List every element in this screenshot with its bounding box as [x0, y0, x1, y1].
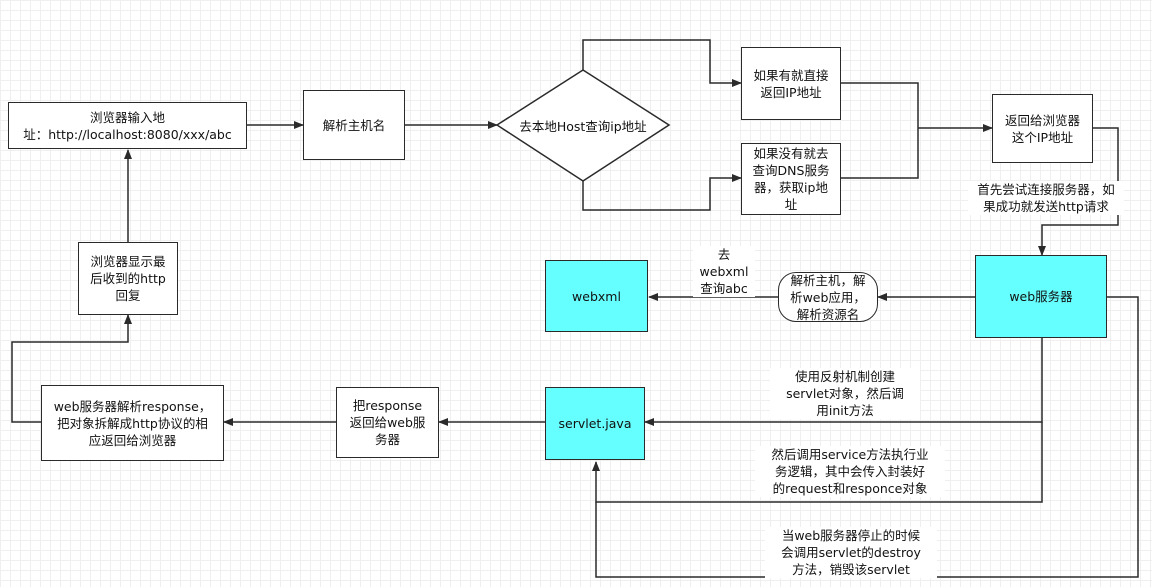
return-response-box: 把response 返回给web服 务器 — [336, 387, 439, 458]
return-ip-to-browser-box: 返回给浏览器 这个IP地址 — [992, 94, 1093, 163]
parse-app-box: 解析主机，解 析web应用， 解析资源名 — [778, 272, 878, 322]
query-webxml-label: 去 webxml 查询abc — [693, 246, 755, 297]
webxml-box: webxml — [545, 260, 648, 332]
try-connect-label: 首先尝试连接服务器，如 果成功就发送http请求 — [968, 181, 1124, 215]
parse-response-box: web服务器解析response， 把对象拆解成http协议的相 应返回给浏览器 — [41, 385, 224, 461]
edge-parse-response-to-display — [11, 314, 132, 423]
reflection-create-label: 使用反射机制创建 servlet对象，然后调 用init方法 — [770, 368, 920, 419]
browser-input-box: 浏览器输入地 址：http://localhost:8080/xxx/abc — [8, 102, 247, 149]
parse-host-box: 解析主机名 — [303, 90, 405, 160]
hosts-lookup-decision — [495, 69, 671, 182]
edge-webserver-to-servlet-destroy — [595, 296, 1139, 578]
service-call-label: 然后调用service方法执行业 务逻辑，其中会传入封装好 的request和r… — [755, 446, 945, 497]
edge-webserver-to-servlet-service — [592, 422, 1043, 503]
edge-dns-merge — [841, 128, 919, 179]
destroy-label: 当web服务器停止的时候 会调用servlet的destroy 方法，销毁该se… — [765, 527, 937, 578]
edge-check-hosts-to-dns — [582, 174, 742, 211]
edge-return-to-webserver — [1038, 127, 1119, 256]
edge-found-merge — [841, 82, 919, 128]
browser-display-box: 浏览器显示最 后收到的http 回复 — [78, 242, 178, 315]
found-return-ip-box: 如果有就直接 返回IP地址 — [741, 47, 841, 120]
web-server-box: web服务器 — [975, 255, 1107, 338]
servlet-java-box: servlet.java — [545, 387, 645, 460]
hosts-lookup-label: 去本地Host查询ip地址 — [519, 118, 647, 134]
dns-lookup-box: 如果没有就去 查询DNS服务 器，获取ip地 址 — [741, 143, 841, 215]
edge-check-hosts-to-found — [582, 39, 742, 87]
